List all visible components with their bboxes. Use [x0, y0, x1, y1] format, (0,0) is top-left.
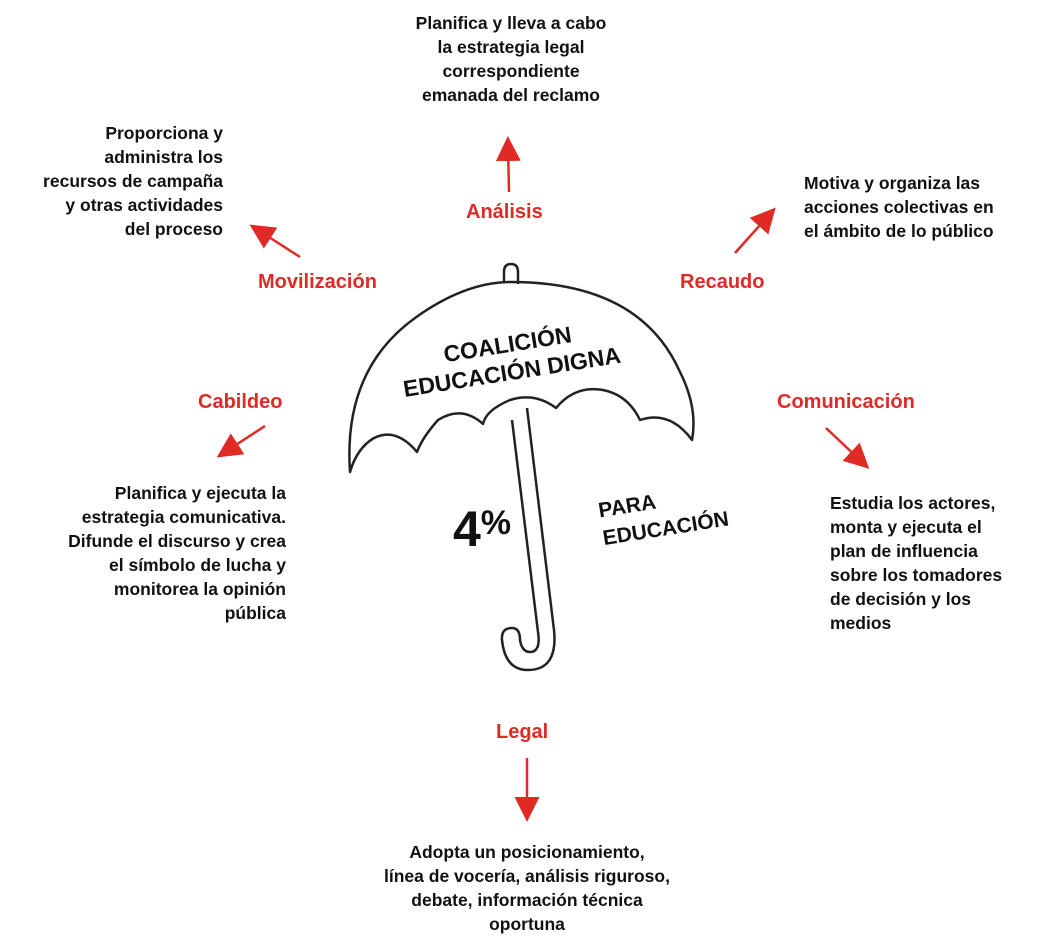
umbrella-canopy [348, 280, 695, 474]
desc-line: pública [224, 603, 286, 623]
umbrella-icon [348, 262, 695, 672]
desc-line: medios [830, 613, 892, 633]
desc-recaudo: Motiva y organiza las acciones colectiva… [804, 171, 1034, 243]
desc-line: Estudia los actores, [830, 493, 996, 513]
desc-line: Proporciona y [105, 123, 223, 143]
desc-line: acciones colectivas en [804, 197, 994, 217]
svg-text:4%: 4% [453, 501, 511, 557]
desc-line: y otras actividades [65, 195, 223, 215]
desc-line: de decisión y los [830, 589, 972, 609]
label-cabildeo: Cabildeo [198, 391, 283, 413]
desc-line: Difunde el discurso y crea [68, 531, 286, 551]
label-comunicacion: Comunicación [777, 391, 915, 413]
arrow-analisis [495, 136, 521, 193]
percent-number: 4 [453, 501, 481, 557]
label-legal: Legal [496, 721, 549, 743]
desc-movilizacion: Proporciona y administra los recursos de… [0, 121, 223, 241]
desc-line: el ámbito de lo público [804, 221, 994, 241]
label-movilizacion: Movilización [258, 271, 377, 293]
desc-line: plan de influencia [830, 541, 978, 561]
arrow-comunicacion [825, 427, 870, 469]
desc-line: correspondiente [442, 61, 580, 81]
umbrella-subtitle-line1: PARA [597, 491, 658, 523]
desc-line: sobre los tomadores [830, 565, 1003, 585]
desc-line: Adopta un posicionamiento, [409, 842, 645, 862]
desc-line: estrategia comunicativa. [81, 507, 286, 527]
desc-analisis: Planifica y lleva a cabo la estrategia l… [380, 11, 642, 107]
desc-comunicacion: Estudia los actores, monta y ejecuta el … [830, 491, 1035, 635]
desc-cabildeo: Planifica y ejecuta la estrategia comuni… [0, 481, 286, 625]
arrows [216, 136, 870, 822]
umbrella-percent: 4% [453, 501, 511, 557]
desc-line: monta y ejecuta el [830, 517, 982, 537]
desc-line: recursos de campaña [43, 171, 223, 191]
umbrella-handle [500, 407, 556, 672]
desc-line: administra los [104, 147, 223, 167]
desc-line: debate, información técnica [411, 890, 643, 910]
umbrella-subtitle: PARA EDUCACIÓN [597, 491, 731, 550]
desc-line: Planifica y ejecuta la [114, 483, 286, 503]
arrow-cabildeo [216, 424, 266, 458]
desc-line: la estrategia legal [437, 37, 585, 57]
desc-line: oportuna [489, 914, 565, 934]
umbrella-tip [502, 262, 520, 284]
desc-line: emanada del reclamo [422, 85, 600, 105]
desc-line: el símbolo de lucha y [109, 555, 286, 575]
desc-line: Motiva y organiza las [804, 173, 981, 193]
arrow-movilizacion [249, 224, 301, 259]
desc-line: monitorea la opinión [113, 579, 286, 599]
desc-line: Planifica y lleva a cabo [415, 13, 607, 33]
label-recaudo: Recaudo [680, 271, 765, 293]
desc-line: del proceso [124, 219, 223, 239]
desc-line: línea de vocería, análisis riguroso, [384, 866, 670, 886]
desc-legal: Adopta un posicionamiento, línea de voce… [357, 840, 697, 936]
arrow-recaudo [734, 207, 776, 254]
label-analisis: Análisis [466, 201, 543, 223]
percent-sign: % [481, 504, 511, 542]
